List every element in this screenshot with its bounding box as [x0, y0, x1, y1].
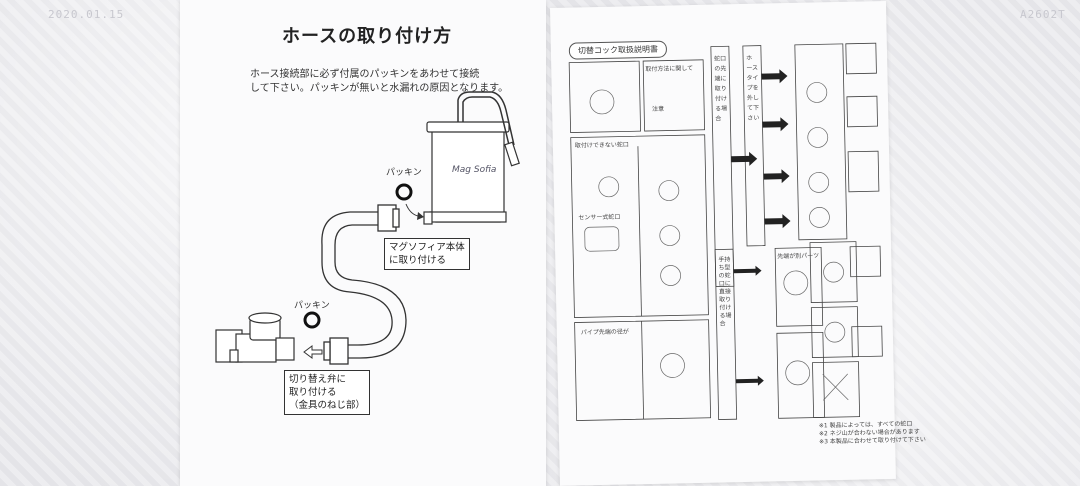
- header-label-1: 取付方法に関して: [645, 65, 694, 74]
- id-stamp: A2602T: [1020, 8, 1066, 21]
- section-label-4: 先端が別パーツ: [777, 252, 820, 261]
- packing-ring-upper: [395, 183, 413, 201]
- vertical-label-2: ホースタイプを外して下さい: [746, 54, 760, 122]
- section-label-3: パイプ先端の径が: [580, 328, 629, 337]
- device-logo: Mag Sofia: [452, 165, 497, 175]
- footnotes: ※1 製品によっては、すべての蛇口 ※2 ネジ山が合わない場合があります ※3 …: [818, 420, 926, 446]
- section-label-2: センサー式蛇口: [578, 213, 621, 222]
- vertical-label-3: 手持ち型の蛇口に直接取り付ける場合: [718, 256, 732, 328]
- valve-illustration: [215, 312, 295, 363]
- header-label-2: 注意: [652, 105, 665, 113]
- device-illustration: [423, 91, 520, 225]
- packing-label-upper: パッキン: [386, 168, 422, 178]
- packing-ring-lower: [303, 311, 321, 329]
- arrow-to-body: [405, 203, 419, 217]
- sheet-title: ホースの取り付け方: [282, 26, 453, 47]
- callout-valve: 切り替え弁に 取り付ける （金具のねじ部）: [284, 370, 371, 415]
- callout-body: マグソフィア本体 に取り付ける: [384, 238, 470, 270]
- packing-label-lower: パッキン: [294, 301, 330, 311]
- section-label-1: 取付けできない蛇口: [574, 141, 629, 150]
- hose-illustration: [321, 204, 407, 365]
- instruction-text: ホース接続部に必ず付属のパッキンをあわせて接続 して下さい。パッキンが無いと水漏…: [250, 69, 509, 94]
- hose-diagram: [215, 91, 520, 365]
- faucet-valve-manual-sheet: 切替コック取扱説明書: [550, 0, 926, 486]
- vertical-label-1: 蛇口の先端に取り付ける場合: [714, 55, 728, 123]
- date-stamp: 2020.01.15: [48, 8, 125, 21]
- arrow-to-valve: [303, 345, 323, 359]
- hose-instruction-sheet: ホースの取り付け方 ホース接続部に必ず付属のパッキンをあわせて接続 して下さい。…: [180, 0, 546, 486]
- manual-flowchart: [568, 42, 883, 421]
